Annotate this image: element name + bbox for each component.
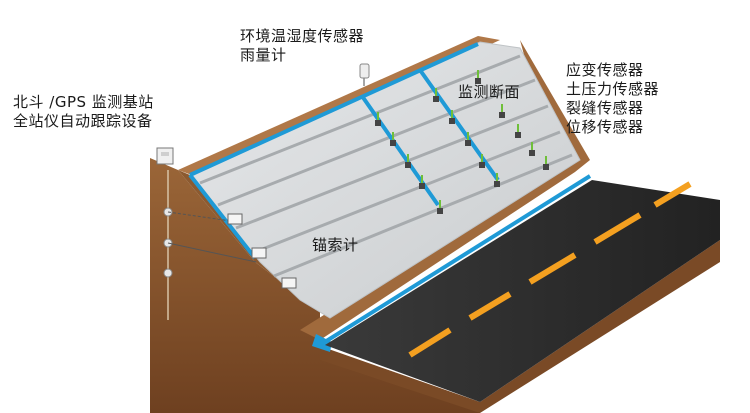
lane-markings xyxy=(408,181,692,358)
sensor-node-icon xyxy=(479,154,485,168)
soil-road-base xyxy=(320,240,720,413)
env-sensor-label: 环境温湿度传感器 雨量计 xyxy=(240,27,364,65)
total-station-label-line: 全站仪自动跟踪设备 xyxy=(13,112,153,130)
anchor-lines xyxy=(199,54,573,278)
sensor-node-icon xyxy=(390,132,396,146)
sensor-node-icon xyxy=(475,70,481,84)
crack-sensor-label: 裂缝传感器 xyxy=(566,99,644,117)
inclinometer-pole xyxy=(163,170,257,320)
sensor-node-icon xyxy=(375,112,381,126)
drainage-lines xyxy=(188,42,592,347)
earth-pressure-sensor-label: 土压力传感器 xyxy=(566,80,660,98)
sensor-nodes xyxy=(375,70,549,214)
slope-face xyxy=(189,41,581,319)
sensor-node-icon xyxy=(405,154,411,168)
sensor-node-icon xyxy=(529,142,535,156)
anchor-meter-label: 锚索计 xyxy=(312,236,359,254)
displacement-sensor-label: 位移传感器 xyxy=(566,118,644,136)
monitoring-box-icon xyxy=(156,147,174,165)
strain-sensor-label: 应变传感器 xyxy=(566,61,644,79)
sensor-node-icon xyxy=(433,88,439,102)
base-station-label: 北斗 /GPS 监测基站 全站仪自动跟踪设备 xyxy=(13,93,154,131)
sensor-node-icon xyxy=(494,173,500,187)
anchor-head-icon xyxy=(251,247,267,259)
sensor-list-label: 应变传感器 土压力传感器 裂缝传感器 位移传感器 xyxy=(566,61,659,137)
drain-inlet xyxy=(312,334,332,352)
soil-front-face xyxy=(150,158,480,413)
anchor-head-icon xyxy=(281,277,297,289)
sensor-node-icon xyxy=(499,104,505,118)
env-sensor-label-line: 环境温湿度传感器 xyxy=(240,27,365,45)
sensor-node-icon xyxy=(419,175,425,189)
monitoring-section-label: 监测断面 xyxy=(458,83,521,101)
anchor-heads xyxy=(227,213,297,289)
weather-station-icon xyxy=(359,63,370,86)
gnss-station-label-line: 北斗 /GPS 监测基站 xyxy=(13,93,154,111)
sensor-node-icon xyxy=(449,110,455,124)
sensor-node-icon xyxy=(515,124,521,138)
sensor-node-icon xyxy=(465,132,471,146)
anchor-head-icon xyxy=(227,213,243,225)
rain-gauge-label-line: 雨量计 xyxy=(240,46,287,64)
pole-node-icon xyxy=(163,268,173,278)
sensor-node-icon xyxy=(543,156,549,170)
sensor-node-icon xyxy=(437,200,443,214)
